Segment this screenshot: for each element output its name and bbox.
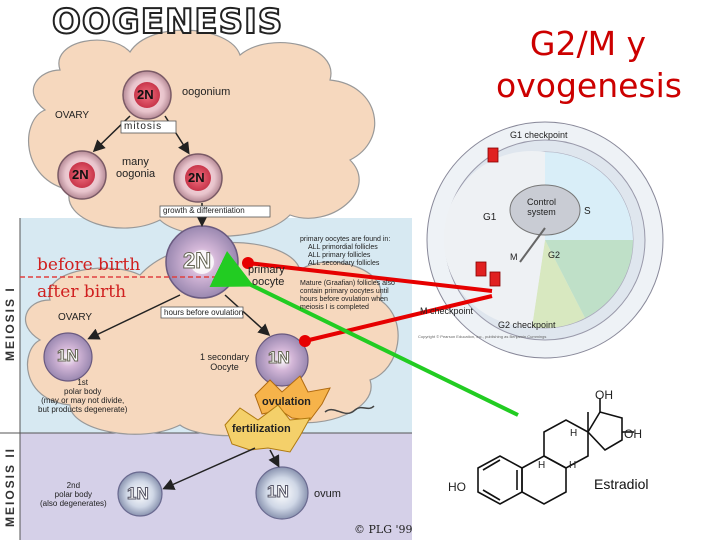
sperm-tail xyxy=(324,405,375,415)
right-title-line1: G2/M y xyxy=(529,24,647,63)
oogonia-nucleus-left xyxy=(69,162,95,188)
green-arrow-estradiol xyxy=(209,251,519,417)
meiosis-2-label: MEIOSIS II xyxy=(3,446,17,527)
ovary-bottom-label: OVARY xyxy=(58,312,93,323)
primary-oocyte-label-1: primary xyxy=(248,264,285,276)
m-phase-sector xyxy=(532,240,585,328)
control-system-label: Control system xyxy=(527,197,556,217)
fertilization-label: fertilization xyxy=(232,423,291,435)
primary-note-1: primary oocytes are found in: xyxy=(300,236,391,243)
many-label: many xyxy=(122,156,149,168)
primary-note: primary oocytes are found in: ALL primor… xyxy=(300,236,390,268)
estradiol-ho: HO xyxy=(448,480,466,494)
ovary-top-cloud xyxy=(27,29,376,237)
red-connector-secondary xyxy=(304,294,493,343)
g2-phase-sector xyxy=(545,240,633,318)
g1-checkpoint-label: G1 checkpoint xyxy=(510,130,568,140)
growth-label: growth & differentiation xyxy=(163,206,245,215)
oogonia-left-2n: 2N xyxy=(72,167,89,182)
m-checkpoint-label: M checkpoint xyxy=(420,306,474,316)
first-polar-1n: 1N xyxy=(57,346,80,366)
estradiol-oh-right: OH xyxy=(624,427,642,441)
control-system-knob xyxy=(509,184,581,236)
primary-oocyte-2n: 2N xyxy=(182,248,212,274)
ovary-top-label: OVARY xyxy=(55,110,90,121)
g1-checkpoint-flag xyxy=(487,147,499,163)
hours-box xyxy=(160,306,244,319)
oogonia-right-2n: 2N xyxy=(188,170,205,185)
oogonium-nucleus xyxy=(134,82,160,108)
primary-note-2: ALL primordial follicles xyxy=(308,244,378,251)
g2-label: G2 xyxy=(548,250,561,260)
after-birth-label: after birth xyxy=(37,282,127,302)
estradiol-oh-top: OH xyxy=(595,388,613,402)
second-polar-text: 2nd polar body (also degenerates) xyxy=(40,481,107,508)
hours-before-label: hours before ovulation xyxy=(164,308,244,317)
primary-oocyte-label-2: oocyte xyxy=(252,276,285,288)
second-polar-1n: 1N xyxy=(127,484,150,504)
oogonium-2n: 2N xyxy=(137,87,154,102)
first-polar-2: polar body xyxy=(64,387,102,396)
oogonia-label: oogonia xyxy=(116,168,156,180)
first-polar-text: 1st polar body (may or may not divide, b… xyxy=(38,378,127,414)
mitosis-box xyxy=(120,120,177,134)
second-polar-1: 2nd xyxy=(66,481,81,490)
second-polar-3: (also degenerates) xyxy=(40,499,107,508)
second-polar-body-cell xyxy=(117,471,163,517)
control-system-2: system xyxy=(527,207,556,217)
g1-label: G1 xyxy=(483,212,497,223)
secondary-oocyte-1: 1 secondary xyxy=(200,352,250,362)
estradiol-structure xyxy=(477,398,634,505)
growth-box xyxy=(159,205,271,218)
primary-note-3: ALL primary follicles xyxy=(308,252,371,259)
meiosis-1-label: MEIOSIS I xyxy=(3,286,17,361)
control-system-1: Control xyxy=(527,197,557,207)
m-checkpoint-flag xyxy=(475,261,487,277)
primary-oocyte-nucleus xyxy=(190,250,214,274)
secondary-oocyte-text: 1 secondary Oocyte xyxy=(200,352,249,372)
red-dot-secondary xyxy=(299,335,311,347)
second-polar-2: polar body xyxy=(54,490,93,499)
mature-note-4: meiosis I is completed xyxy=(300,304,369,311)
secondary-oocyte-cell xyxy=(255,333,309,387)
secondary-oocyte-2: Oocyte xyxy=(210,362,239,372)
meiosis-2-band xyxy=(0,433,412,540)
oogonia-nucleus-right xyxy=(185,165,211,191)
oogenesis-title: OOGENESIS xyxy=(51,1,284,43)
first-polar-3: (may or may not divide, xyxy=(41,396,125,405)
ovum-label: ovum xyxy=(314,488,341,500)
ovum-1n: 1N xyxy=(267,482,290,502)
estradiol-name: Estradiol xyxy=(594,476,649,492)
cell-cycle-copyright: Copyright © Pearson Education, Inc., pub… xyxy=(418,334,547,339)
right-title-line2: ovogenesis xyxy=(496,66,682,105)
red-connector-primary xyxy=(247,261,493,293)
g2-checkpoint-label: G2 checkpoint xyxy=(498,320,556,330)
primary-note-4: ALL secondary follicles xyxy=(308,260,380,267)
first-polar-1: 1st xyxy=(77,378,89,387)
meiosis-side-strip xyxy=(0,218,20,540)
ovum-cell xyxy=(255,466,309,520)
ovulation-label: ovulation xyxy=(262,396,311,408)
plg-copyright: © PLG '99 xyxy=(354,523,413,536)
mature-note-2: contain primary oocytes until xyxy=(300,288,389,295)
before-birth-label: before birth xyxy=(37,255,141,275)
m-label: M xyxy=(510,252,518,262)
mature-note-3: hours before ovulation when xyxy=(300,296,388,303)
mature-note: Mature (Graafian) follicles also contain… xyxy=(300,280,395,312)
estradiol-h3: H xyxy=(569,460,577,471)
fertilization-burst xyxy=(224,404,311,453)
first-polar-body-cell xyxy=(43,332,93,382)
secondary-oocyte-1n: 1N xyxy=(268,348,291,368)
s-label: S xyxy=(584,206,591,217)
estradiol-h2: H xyxy=(538,460,546,471)
estradiol-h1: H xyxy=(570,428,578,439)
mitosis-label: mitosis xyxy=(124,121,163,132)
mature-note-1: Mature (Graafian) follicles also xyxy=(300,280,395,287)
g2-checkpoint-flag xyxy=(489,271,501,287)
first-polar-4: but products degenerate) xyxy=(38,405,128,414)
oogonium-label: oogonium xyxy=(182,86,231,98)
